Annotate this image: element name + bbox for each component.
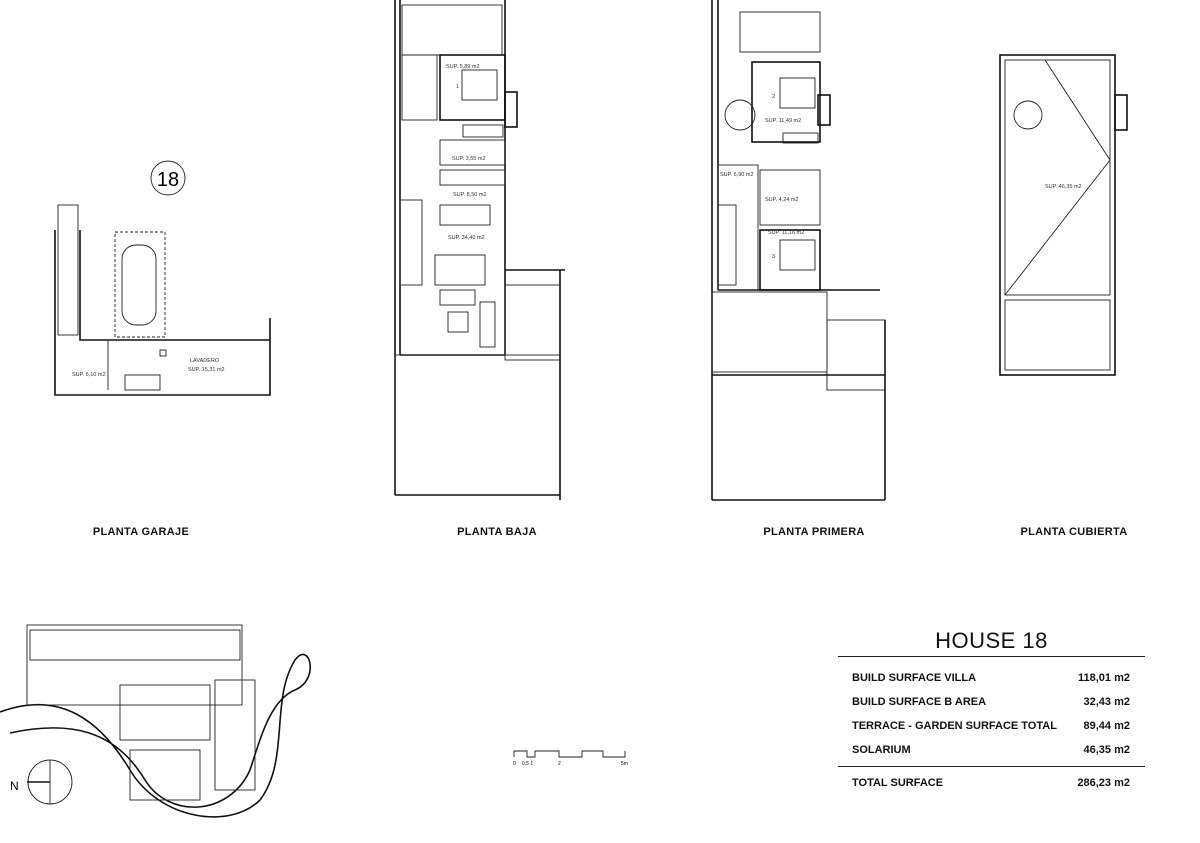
scale-tick: 2 xyxy=(558,761,561,767)
room-area: SUP. 3,55 m2 xyxy=(452,156,486,162)
room-name: LAVADERO xyxy=(190,358,220,364)
summary-row: BUILD SURFACE VILLA 118,01 m2 xyxy=(838,666,1145,690)
row-value: 32,43 m2 xyxy=(1083,696,1130,708)
parking-space xyxy=(114,231,166,338)
scale-tick: 0 xyxy=(513,761,516,767)
plan-first-floor: 2 SUP. 11,49 m2 SUP. 6,90 m2 SUP. 4,24 m… xyxy=(711,0,886,501)
site-plan: N xyxy=(0,624,311,818)
north-label: N xyxy=(10,779,19,793)
scale-tick: 0,5 1 xyxy=(522,761,533,767)
room-area: SUP. 5,89 m2 xyxy=(446,64,480,70)
house-number: 18 xyxy=(157,169,179,191)
room-area: SUP. 34,40 m2 xyxy=(448,235,485,241)
row-value: 46,35 m2 xyxy=(1083,744,1130,756)
spiral-stair-icon xyxy=(1013,100,1043,130)
plan-label-garage: PLANTA GARAJE xyxy=(92,526,190,538)
room-area: SUP. 4,24 m2 xyxy=(765,197,799,203)
plan-label-ground: PLANTA BAJA xyxy=(457,526,537,538)
row-label: BUILD SURFACE VILLA xyxy=(852,672,977,684)
room-area: SUP. 11,16 m2 xyxy=(768,230,804,236)
house-number-circle xyxy=(150,160,186,196)
room-number: 1 xyxy=(456,84,459,90)
plan-label-first: PLANTA PRIMERA xyxy=(763,526,865,538)
summary-row: TERRACE - GARDEN SURFACE TOTAL 89,44 m2 xyxy=(838,714,1145,738)
room-area: SUP. 46,35 m2 xyxy=(1045,184,1082,190)
room-number: 2 xyxy=(772,94,775,100)
total-value: 286,23 m2 xyxy=(1077,777,1130,789)
room-area: SUP. 6,90 m2 xyxy=(720,172,754,178)
room-area: SUP. 8,50 m2 xyxy=(453,192,487,198)
room-area: SUP. 15,31 m2 xyxy=(188,367,225,373)
scale-bar: 0 0,5 1 2 5m xyxy=(513,750,628,767)
stairs xyxy=(57,204,79,336)
row-value: 89,44 m2 xyxy=(1083,720,1130,732)
summary-row: SOLARIUM 46,35 m2 xyxy=(838,738,1145,762)
plan-ground-floor: SUP. 5,89 m2 1 SUP. 3,55 m2 SUP. 8,50 m2… xyxy=(394,0,565,500)
total-label: TOTAL SURFACE xyxy=(852,777,944,789)
summary-total-row: TOTAL SURFACE 286,23 m2 xyxy=(838,771,1145,795)
row-value: 118,01 m2 xyxy=(1078,672,1130,684)
house-title: HOUSE 18 xyxy=(838,628,1145,657)
surface-summary-table: HOUSE 18 BUILD SURFACE VILLA 118,01 m2 BU… xyxy=(838,628,1145,795)
room-area: SUP. 6,10 m2 xyxy=(72,372,106,378)
car-icon xyxy=(121,244,157,326)
row-label: SOLARIUM xyxy=(852,744,911,756)
row-label: BUILD SURFACE B AREA xyxy=(852,696,987,708)
room-number: 3 xyxy=(772,254,775,260)
scale-tick: 5m xyxy=(621,761,628,767)
plan-label-roof: PLANTA CUBIERTA xyxy=(1020,526,1128,538)
room-area: SUP. 11,49 m2 xyxy=(765,118,801,124)
row-label: TERRACE - GARDEN SURFACE TOTAL xyxy=(852,720,1057,732)
plan-garage: 18 SUP. 6,10 m2 LAVADERO SUP. 15,31 m2 xyxy=(54,160,271,396)
summary-row: BUILD SURFACE B AREA 32,43 m2 xyxy=(838,690,1145,714)
spiral-stair-icon xyxy=(724,99,756,131)
plan-roof: SUP. 46,35 m2 xyxy=(999,54,1128,376)
